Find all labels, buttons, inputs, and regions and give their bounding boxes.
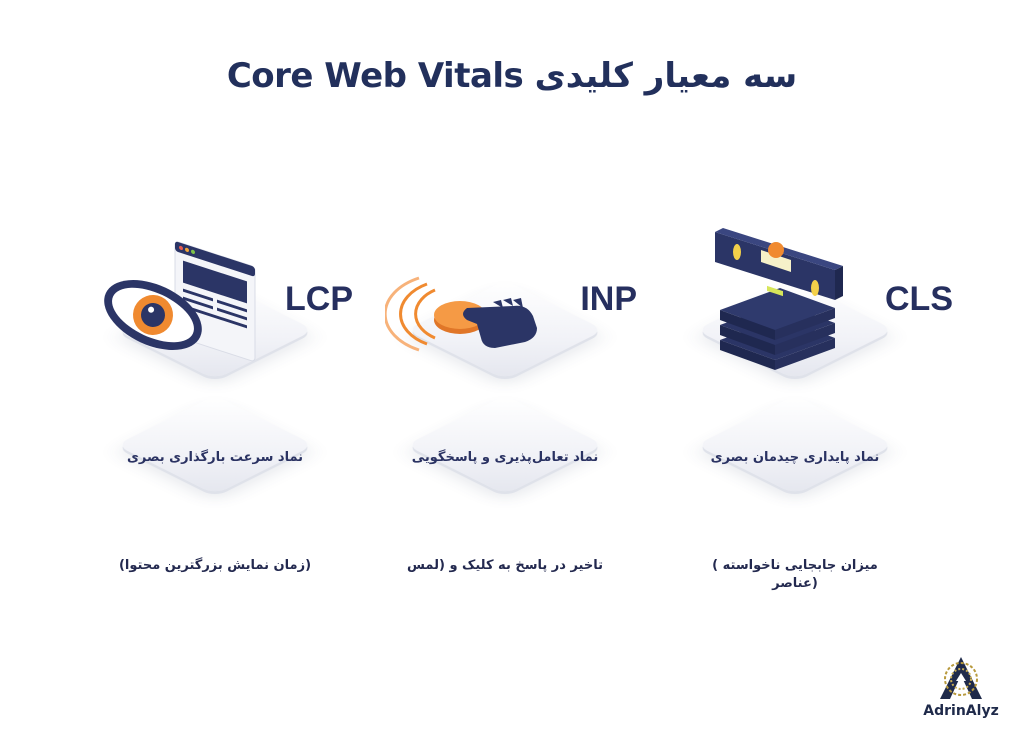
metric-symbol-label: نماد تعامل‌پذیری و پاسخگویی (411, 450, 599, 465)
platform-mid (406, 395, 604, 495)
spirit-level-stack-icon (675, 220, 855, 380)
adrinalyz-logo-icon (940, 657, 982, 699)
metric-acronym: LCP (285, 280, 353, 318)
logo-text: AdrinAlyz (923, 703, 999, 719)
metric-card-cls: CLS نماد پایداری چیدمان بصری میزان جابجا… (675, 220, 953, 620)
metric-card-lcp: LCP نماد سرعت بارگذاری بصری (زمان نمایش … (95, 220, 353, 620)
metric-description: میزان جابجایی ناخواسته ) (عناصر (712, 558, 878, 591)
eye-browser-icon (95, 220, 275, 380)
metric-symbol-label: نماد سرعت بارگذاری بصری (126, 450, 304, 465)
brand-logo: AdrinAlyz (916, 655, 1006, 725)
metric-description: (زمان نمایش بزرگترین محتوا) (118, 558, 312, 573)
metric-symbol-label: نماد پایداری چیدمان بصری (710, 450, 880, 465)
metric-acronym: CLS (885, 280, 953, 318)
metric-acronym: INP (580, 280, 637, 318)
page-title: Core Web Vitals سه معیار کلیدی (226, 56, 798, 96)
metric-card-inp: INP نماد تعامل‌پذیری و پاسخگویی تاخیر در… (383, 220, 637, 620)
platform-mid (116, 395, 314, 495)
metric-description: تاخیر در پاسخ به کلیک و (لمس (407, 558, 603, 573)
hand-pointer-tap-icon (383, 220, 565, 380)
platform-mid (696, 395, 894, 495)
